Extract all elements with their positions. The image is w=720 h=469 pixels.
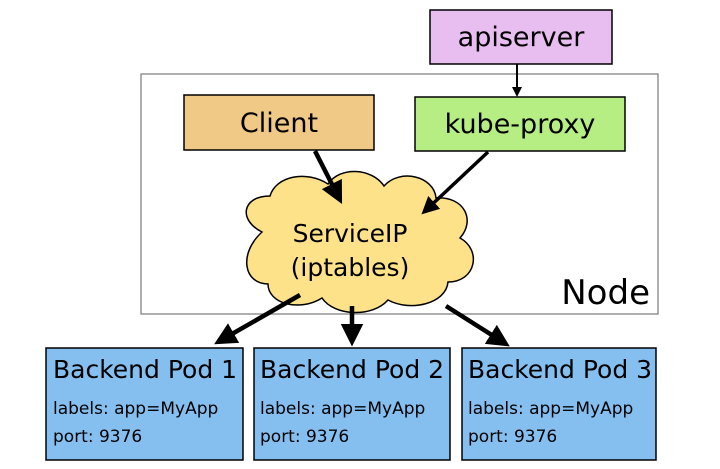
node-label: Node xyxy=(561,273,650,313)
kube-proxy-label: kube-proxy xyxy=(445,109,596,140)
service-line2: (iptables) xyxy=(291,253,410,282)
arrow-service-to-pod-1 xyxy=(214,293,302,345)
pod-port: port: 9376 xyxy=(260,427,349,447)
pod-title: Backend Pod 3 xyxy=(468,355,652,384)
pod-port: port: 9376 xyxy=(468,427,557,447)
backend-pod-3: Backend Pod 3 labels: app=MyApp port: 93… xyxy=(461,347,657,461)
backend-pod-1: Backend Pod 1 labels: app=MyApp port: 93… xyxy=(45,347,244,461)
service-line1: ServiceIP xyxy=(293,219,408,248)
service-cloud xyxy=(245,170,475,314)
pod-port: port: 9376 xyxy=(53,427,142,447)
pod-title: Backend Pod 1 xyxy=(53,355,237,384)
client-box xyxy=(183,94,375,151)
pod-labels: labels: app=MyApp xyxy=(468,399,633,419)
pod-box xyxy=(461,347,657,461)
apiserver-box xyxy=(429,9,613,65)
apiserver-label: apiserver xyxy=(458,22,586,53)
pod-box xyxy=(253,347,451,461)
client-label: Client xyxy=(240,108,318,139)
pod-labels: labels: app=MyApp xyxy=(260,399,425,419)
arrow-client-to-service xyxy=(312,149,343,205)
arrow-kube-proxy-to-service xyxy=(421,150,490,215)
pod-box xyxy=(45,347,244,461)
pod-title: Backend Pod 2 xyxy=(260,355,444,384)
pod-labels: labels: app=MyApp xyxy=(53,399,218,419)
kube-proxy-box xyxy=(414,96,626,152)
backend-pod-2: Backend Pod 2 labels: app=MyApp port: 93… xyxy=(253,347,451,461)
arrow-service-to-pod-3 xyxy=(444,304,510,347)
